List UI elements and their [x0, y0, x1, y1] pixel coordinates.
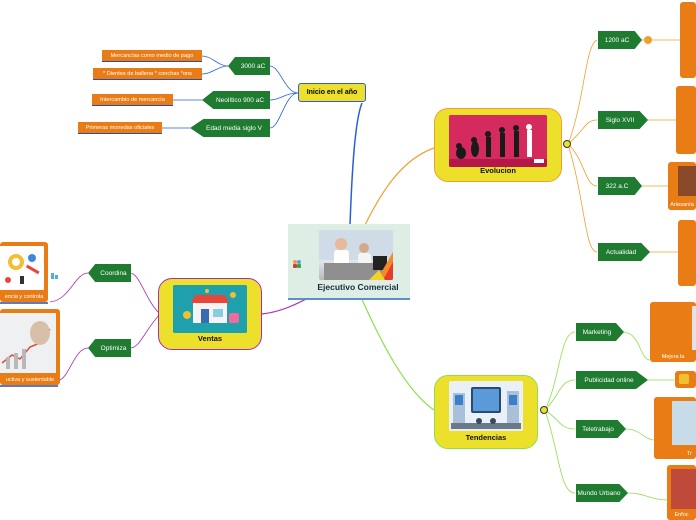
- arrow-322ac[interactable]: 322 a.C: [598, 177, 642, 195]
- arrow-mundo-urbano[interactable]: Mundo Urbano: [576, 484, 628, 502]
- evolucion-card-actualidad[interactable]: [678, 220, 696, 286]
- optimiza-caption: uctiva y sustentable: [5, 377, 55, 383]
- tendencias-card-teletrabajo[interactable]: Tr: [654, 397, 696, 459]
- leaf-mercancias[interactable]: Mercancías como medio de pago: [102, 50, 202, 62]
- publicidad-icon: [679, 374, 689, 384]
- artesania-image: [678, 166, 696, 196]
- office-workers-image: [319, 230, 393, 280]
- central-title: Ejecutivo Comercial: [317, 282, 399, 292]
- ventas-card-coordina[interactable]: encia y controla: [0, 242, 48, 302]
- collapse-icon[interactable]: [644, 36, 652, 44]
- optimiza-image: [0, 313, 56, 373]
- evolucion-title: Evolucion: [480, 166, 516, 175]
- tendencias-expand-icon[interactable]: [540, 406, 548, 414]
- arrow-1200ac[interactable]: 1200 aC: [598, 31, 642, 49]
- tendencias-node[interactable]: Tendencias: [434, 375, 538, 449]
- evolucion-card-1200ac[interactable]: [680, 2, 696, 78]
- evolucion-expand-icon[interactable]: [563, 140, 571, 148]
- urbano-image: [671, 469, 696, 509]
- arrow-coordina[interactable]: Coordina: [88, 264, 131, 282]
- inicio-node[interactable]: Inicio en el año: [298, 83, 366, 102]
- tendencias-image: [449, 381, 523, 431]
- marketing-caption: Mejora la: [661, 354, 685, 360]
- mundo-urbano-caption: Enfoc: [674, 512, 689, 518]
- evolucion-card-siglo-xvii[interactable]: [676, 86, 696, 154]
- arrow-3000ac[interactable]: 3000 aC: [228, 57, 270, 75]
- people-icon: [292, 256, 302, 268]
- tendencias-card-marketing[interactable]: Mejora la: [650, 302, 696, 362]
- arrow-publicidad-online[interactable]: Publicidad online: [576, 371, 648, 389]
- arrow-optimiza[interactable]: Optimiza: [88, 339, 131, 357]
- ventas-card-optimiza[interactable]: uctiva y sustentable: [0, 309, 60, 385]
- teletrabajo-image: [672, 401, 696, 445]
- tendencias-card-publicidad[interactable]: [675, 371, 696, 388]
- arrow-siglo-xvii[interactable]: Siglo XVII: [598, 111, 648, 129]
- evolucion-node[interactable]: Evolucion: [434, 108, 562, 182]
- ventas-image: [173, 285, 247, 333]
- ventas-node[interactable]: Ventas: [158, 278, 262, 350]
- leaf-intercambio[interactable]: Intercambio de mercancía: [92, 94, 173, 106]
- arrow-teletrabajo[interactable]: Teletrabajo: [576, 420, 626, 438]
- tendencias-title: Tendencias: [465, 433, 507, 442]
- marketing-image: [692, 306, 696, 350]
- coordina-icon: [50, 268, 60, 279]
- arrow-neolitico[interactable]: Neolítico 900 aC: [202, 91, 270, 109]
- central-node[interactable]: Ejecutivo Comercial: [288, 224, 410, 300]
- evolution-image: [449, 115, 547, 167]
- leaf-dientes[interactable]: * Dientes de ballena * conchas *ons: [93, 68, 202, 80]
- tendencias-card-mundo-urbano[interactable]: Enfoc: [667, 465, 696, 520]
- coordina-caption: encia y controla: [4, 294, 44, 300]
- ventas-title: Ventas: [197, 334, 223, 343]
- coordina-image: [0, 246, 44, 290]
- leaf-primeras-monedas[interactable]: Primeras monedas oficiales: [78, 122, 162, 134]
- arrow-edad-media[interactable]: Edad media siglo V: [190, 119, 270, 137]
- evolucion-card-322ac[interactable]: Artesanía: [668, 162, 696, 210]
- arrow-marketing[interactable]: Marketing: [576, 323, 624, 341]
- artesania-caption: Artesanía: [670, 202, 694, 208]
- arrow-actualidad[interactable]: Actualidad: [598, 243, 650, 261]
- teletrabajo-caption: Tr: [687, 451, 692, 457]
